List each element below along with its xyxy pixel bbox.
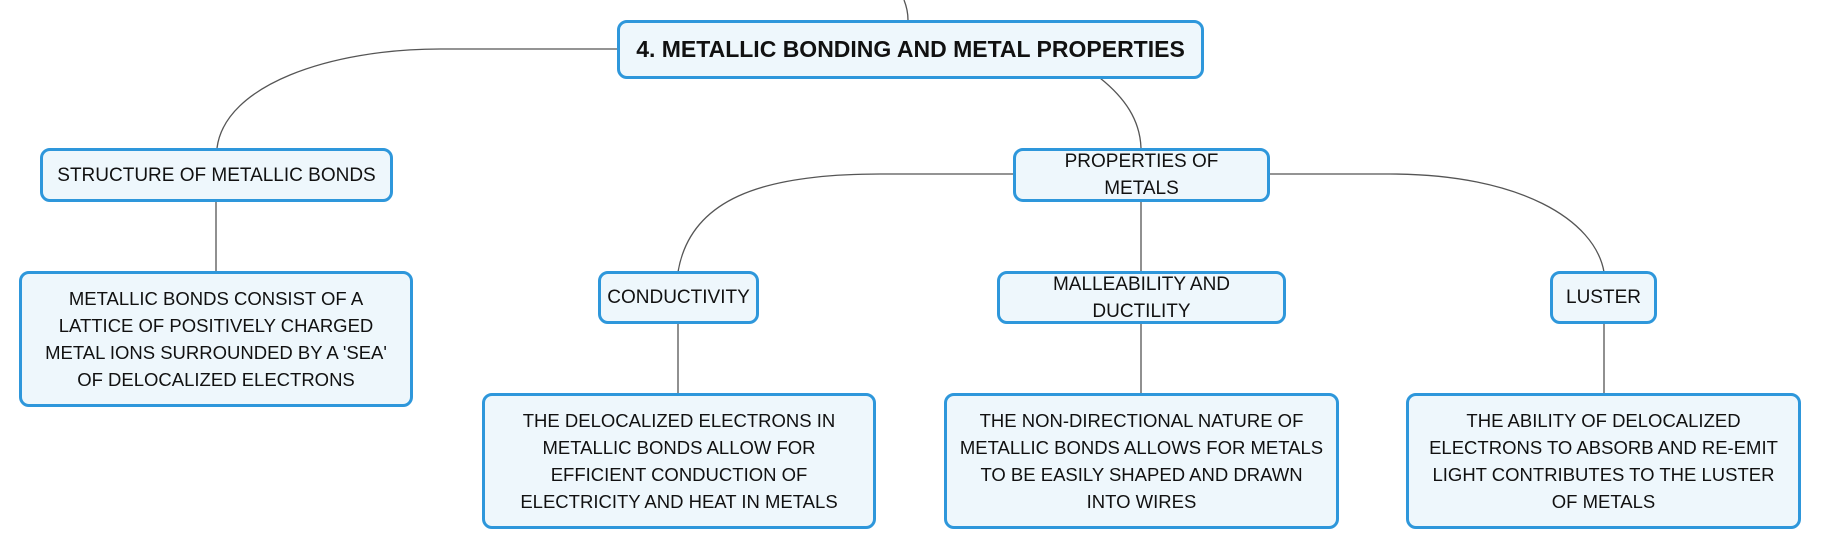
properties-node-label: PROPERTIES OF METALS [1064, 151, 1219, 199]
luster-node-label: LUSTER [1566, 287, 1641, 308]
properties-node[interactable]: PROPERTIES OF METALS [1013, 148, 1270, 202]
connector-properties-luster [1268, 173, 1605, 273]
malleability-detail-text: THE NON-DIRECTIONAL NATURE OF METALLIC B… [959, 410, 1324, 512]
conductivity-node-label: CONDUCTIVITY [607, 287, 750, 308]
malleability-detail-node[interactable]: THE NON-DIRECTIONAL NATURE OF METALLIC B… [944, 393, 1339, 529]
structure-node[interactable]: STRUCTURE OF METALLIC BONDS [40, 148, 393, 202]
luster-detail-text: THE ABILITY OF DELOCALIZED ELECTRONS TO … [1429, 410, 1778, 512]
structure-node-label: STRUCTURE OF METALLIC BONDS [57, 164, 376, 186]
connector-root-structure [216, 48, 618, 149]
connector-root-parent [903, 0, 909, 21]
root-node[interactable]: 4. METALLIC BONDING AND METAL PROPERTIES [617, 20, 1204, 79]
luster-detail-node[interactable]: THE ABILITY OF DELOCALIZED ELECTRONS TO … [1406, 393, 1801, 529]
structure-detail-text: METALLIC BONDS CONSIST OF A LATTICE OF P… [45, 288, 387, 390]
conductivity-detail-text: THE DELOCALIZED ELECTRONS IN METALLIC BO… [520, 410, 838, 512]
malleability-node-label: MALLEABILITY AND DUCTILITY [1052, 273, 1231, 322]
connector-properties-conductivity [677, 173, 1014, 273]
root-node-label: 4. METALLIC BONDING AND METAL PROPERTIES [636, 36, 1185, 62]
conductivity-node[interactable]: CONDUCTIVITY [598, 271, 759, 324]
conductivity-detail-node[interactable]: THE DELOCALIZED ELECTRONS IN METALLIC BO… [482, 393, 876, 529]
luster-node[interactable]: LUSTER [1550, 271, 1657, 324]
structure-detail-node[interactable]: METALLIC BONDS CONSIST OF A LATTICE OF P… [19, 271, 413, 407]
malleability-node[interactable]: MALLEABILITY AND DUCTILITY [997, 271, 1286, 324]
connector-root-properties [1099, 77, 1142, 149]
